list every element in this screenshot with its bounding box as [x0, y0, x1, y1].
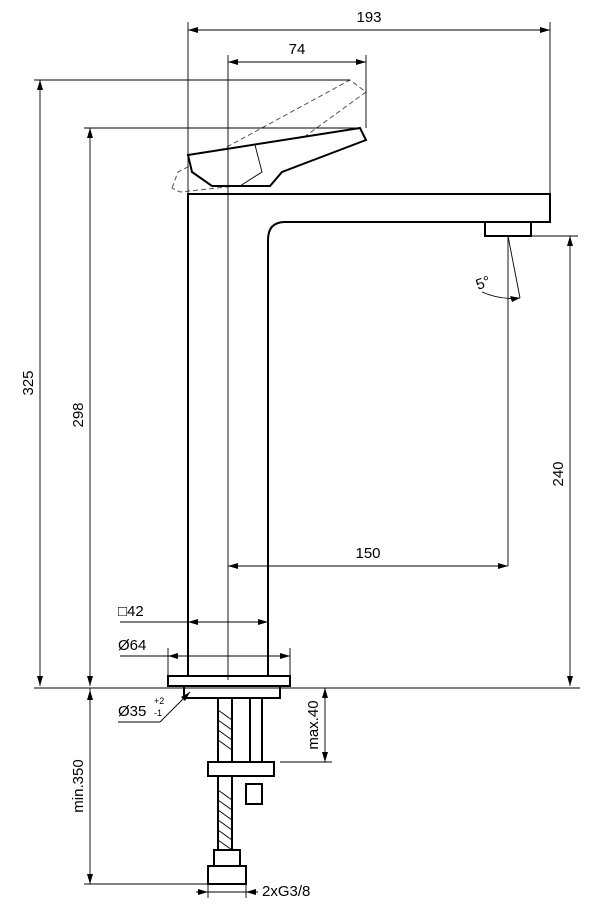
- dim-base-diameter: Ø64: [118, 637, 146, 654]
- dim-max-thickness: max.40: [305, 700, 322, 749]
- faucet-outline: [167, 79, 551, 885]
- hose-left: [217, 697, 233, 869]
- dim-spout-reach: 150: [355, 545, 380, 562]
- hose-connector: [207, 865, 247, 885]
- dim-spray-angle: 5°: [474, 273, 493, 294]
- dim-body-height: 298: [70, 402, 87, 427]
- dim-hole-tol-minus: -1: [154, 708, 162, 718]
- dim-body-square: □42: [118, 603, 144, 620]
- lever-detail: [239, 144, 263, 187]
- dim-hole-tol-plus: +2: [154, 696, 164, 706]
- faucet-body: [187, 193, 551, 677]
- faucet-base: [167, 675, 291, 687]
- dim-overall-width: 193: [356, 9, 381, 26]
- dim-connection: 2xG3/8: [262, 883, 310, 900]
- fixing-washer: [245, 783, 263, 805]
- dimension-labels: 193 74 325 298 240 150 □42 Ø64 Ø35 +2 -1…: [20, 9, 567, 900]
- lever-handle: [186, 126, 368, 187]
- hose-braid: [217, 709, 233, 851]
- aerator: [484, 221, 532, 237]
- dim-hole-diameter: Ø35: [118, 703, 146, 720]
- mounting-stud: [249, 697, 263, 763]
- fixing-nut: [207, 761, 275, 777]
- hose-connector-nut: [213, 849, 241, 867]
- dimension-lines: [34, 22, 580, 898]
- dim-spout-height: 240: [550, 461, 567, 486]
- dim-lever-reach: 74: [289, 41, 306, 58]
- dim-total-height: 325: [20, 370, 37, 395]
- dim-min-hose: min.350: [70, 759, 87, 812]
